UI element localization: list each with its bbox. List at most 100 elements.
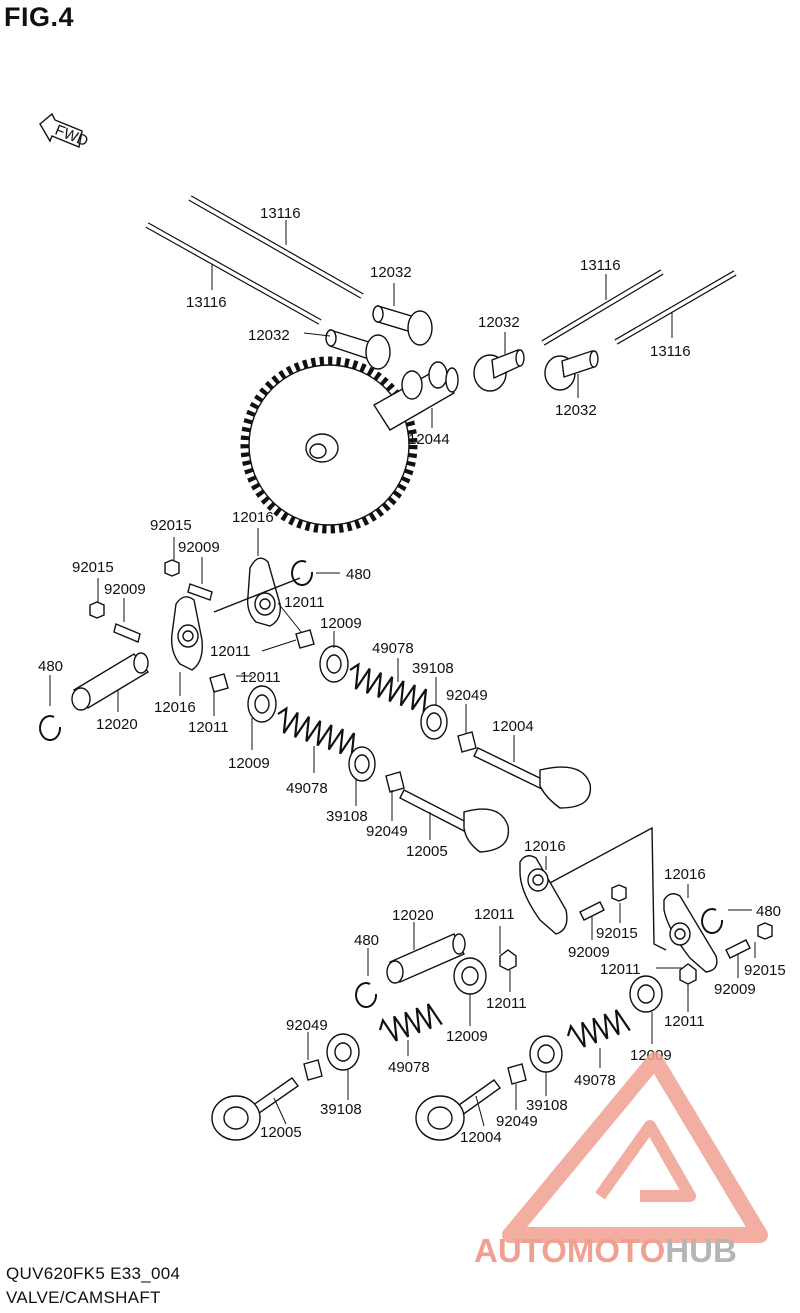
rocker-arm-lower-2: [663, 893, 718, 973]
part-number-label: 92049: [366, 823, 408, 840]
valve-seal-4: [507, 1063, 527, 1085]
rocker-arm-lower-1: [519, 855, 568, 935]
part-number-label: 92015: [744, 962, 786, 979]
bushing-2: [209, 673, 229, 693]
footer-code: QUV620FK5 E33_004: [6, 1264, 181, 1283]
part-number-label: 12005: [406, 843, 448, 860]
fwd-arrow-icon: FWD: [39, 112, 91, 151]
part-number-label: 49078: [286, 780, 328, 797]
part-number-label: 12011: [210, 643, 251, 660]
part-number-label: 12016: [524, 838, 566, 855]
adjust-screw-2: [113, 623, 141, 643]
part-number-label: 39108: [412, 660, 454, 677]
part-number-label: 12032: [555, 402, 597, 419]
rocker-shaft-lower: [386, 933, 466, 984]
valve-seal-3: [303, 1059, 323, 1081]
push-rod-4: [614, 270, 737, 345]
push-rod-1: [188, 195, 364, 299]
spring-seat-2: [348, 746, 376, 782]
part-number-label: 12009: [320, 615, 362, 632]
part-number-label: 12020: [392, 907, 434, 924]
part-number-label: 12005: [260, 1124, 302, 1141]
part-number-label: 92049: [446, 687, 488, 704]
part-number-label: 12009: [446, 1028, 488, 1045]
part-number-label: 92049: [286, 1017, 328, 1034]
part-number-label: 39108: [326, 808, 368, 825]
circlip-1: [291, 560, 314, 587]
part-number-label: 12016: [232, 509, 274, 526]
tappet-4: [544, 350, 599, 391]
part-number-label: 12044: [408, 431, 450, 448]
bushing-4: [679, 963, 697, 985]
part-number-label: 12016: [154, 699, 196, 716]
part-number-label: 13116: [650, 343, 691, 360]
adjust-screw-1: [187, 583, 213, 601]
part-number-label: 12032: [370, 264, 412, 281]
part-number-label: 92049: [496, 1113, 538, 1130]
rocker-arm-upper-2: [170, 596, 203, 671]
push-rod-3: [541, 269, 664, 346]
part-number-label: 49078: [574, 1072, 616, 1089]
valve-spring-1: [349, 662, 428, 714]
nut-3: [611, 884, 627, 902]
part-number-label: 480: [756, 903, 781, 920]
part-number-label: 12011: [284, 594, 325, 611]
spring-retainer-3: [453, 957, 487, 995]
nut-2: [89, 601, 105, 619]
spring-retainer-4: [629, 975, 663, 1013]
rocker-shaft-upper: [71, 652, 150, 711]
part-number-label: 49078: [372, 640, 414, 657]
adjust-screw-3: [579, 901, 605, 921]
part-number-label: 92009: [714, 981, 756, 998]
push-rod-2: [145, 222, 322, 325]
part-number-label: 13116: [186, 294, 227, 311]
nut-1: [164, 559, 180, 577]
adjust-screw-4: [725, 939, 751, 959]
figure-title: FIG.4: [4, 2, 75, 32]
spring-seat-3: [326, 1033, 360, 1071]
part-number-label: 12009: [228, 755, 270, 772]
part-number-label: 12032: [478, 314, 520, 331]
camshaft: [373, 361, 459, 431]
bushing-1: [295, 629, 315, 649]
fwd-label: FWD: [53, 122, 91, 151]
part-number-label: 92009: [104, 581, 146, 598]
part-number-label: 12011: [474, 906, 515, 923]
part-number-label: 480: [354, 932, 379, 949]
part-number-label: 13116: [260, 205, 301, 222]
watermark-text: AUTOMOTOHUB: [474, 1232, 737, 1269]
valve-spring-2: [277, 706, 356, 758]
part-number-label: 12011: [240, 669, 281, 686]
circlip-4: [355, 982, 378, 1009]
circlip-2: [39, 715, 62, 742]
part-number-label: 12004: [492, 718, 534, 735]
part-number-label: 39108: [320, 1101, 362, 1118]
part-number-label: 12011: [188, 719, 229, 736]
valve-seal-1: [457, 731, 477, 753]
part-number-label: 12004: [460, 1129, 502, 1146]
part-number-label: 12011: [600, 961, 641, 978]
footer-name: VALVE/CAMSHAFT: [6, 1288, 161, 1307]
part-number-label: 480: [346, 566, 371, 583]
valve-4: [415, 1079, 501, 1141]
part-number-label: 12011: [664, 1013, 705, 1030]
tappet-1: [372, 305, 433, 346]
part-number-label: 12032: [248, 327, 290, 344]
camshaft-gear: [240, 356, 418, 534]
tappet-3: [473, 349, 525, 392]
spring-seat-1: [420, 704, 448, 740]
spring-retainer-1: [319, 645, 349, 683]
tappet-2: [325, 329, 391, 370]
part-number-label: 480: [38, 658, 63, 675]
valve-spring-4: [566, 1009, 631, 1048]
spring-retainer-2: [247, 685, 277, 723]
part-number-label: 39108: [526, 1097, 568, 1114]
circlip-3: [701, 908, 724, 935]
part-number-label: 13116: [580, 257, 621, 274]
watermark-part1: AUTOMOTO: [474, 1232, 665, 1269]
bushing-3: [499, 949, 517, 971]
valve-3: [211, 1077, 299, 1141]
part-number-label: 12016: [664, 866, 706, 883]
leader-lines: [49, 220, 756, 1127]
